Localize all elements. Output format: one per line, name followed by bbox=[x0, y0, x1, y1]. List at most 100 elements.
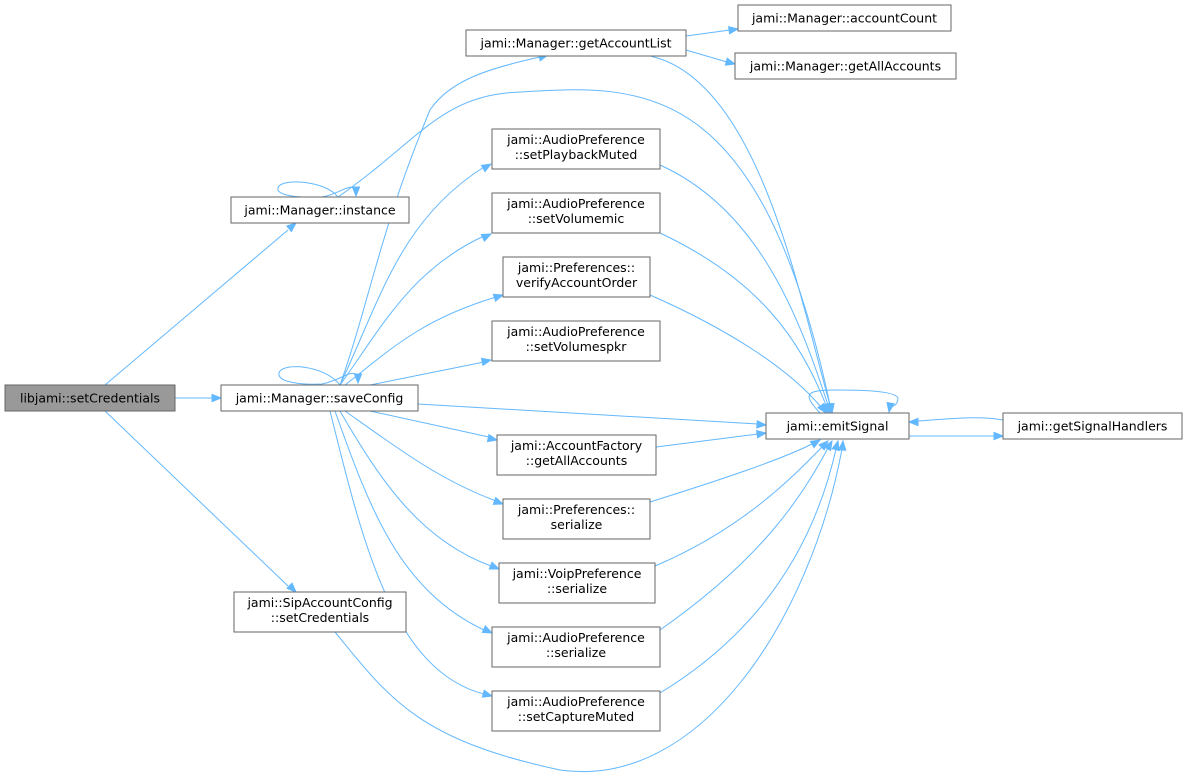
edge-verifyAccountOrder-to-emitSignal bbox=[649, 294, 827, 415]
edge-line bbox=[334, 448, 843, 773]
node-box bbox=[491, 128, 661, 170]
node-label: jami::AccountFactory bbox=[510, 438, 643, 453]
node-label: jami::AudioPreference bbox=[506, 132, 645, 147]
edges-layer bbox=[104, 26, 1005, 773]
node-label: jami::AudioPreference bbox=[506, 324, 645, 339]
edge-getAccountList-to-accountCount bbox=[685, 26, 740, 37]
node-voipSerialize[interactable]: jami::VoipPreference::serialize bbox=[498, 562, 656, 604]
arrowhead-icon bbox=[831, 439, 840, 452]
arrowhead-icon bbox=[492, 496, 505, 505]
edge-audioSerialize-to-emitSignal bbox=[659, 439, 833, 631]
node-box bbox=[465, 29, 687, 57]
node-box bbox=[734, 52, 957, 80]
node-box bbox=[230, 196, 410, 224]
edge-line bbox=[339, 166, 485, 386]
node-prefSerialize[interactable]: jami::Preferences::serialize bbox=[502, 498, 651, 540]
edge-sipSetCred-to-emitSignal bbox=[334, 439, 847, 773]
edge-root-to-sipSetCred bbox=[104, 410, 297, 593]
edge-line bbox=[654, 446, 823, 567]
node-box bbox=[498, 562, 656, 604]
node-box bbox=[491, 690, 661, 732]
edge-root-to-instance bbox=[104, 222, 298, 386]
arrowhead-icon bbox=[285, 222, 298, 233]
node-label: jami::Preferences:: bbox=[517, 502, 635, 517]
node-emitSignal[interactable]: jami::emitSignal bbox=[765, 412, 910, 440]
edge-line bbox=[337, 89, 831, 406]
edge-line bbox=[104, 410, 289, 587]
node-accountCount[interactable]: jami::Manager::accountCount bbox=[737, 4, 952, 32]
edge-setPlaybackMuted-to-emitSignal bbox=[659, 164, 832, 415]
edge-line bbox=[104, 229, 289, 386]
arrowhead-icon bbox=[481, 625, 494, 634]
edge-line bbox=[659, 448, 837, 694]
edge-line bbox=[344, 410, 497, 502]
node-setCaptureMuted[interactable]: jami::AudioPreference::setCaptureMuted bbox=[491, 690, 661, 732]
edge-line bbox=[659, 447, 829, 631]
edge-saveConfig-to-setVolumemic bbox=[339, 233, 493, 386]
edge-line bbox=[649, 443, 813, 503]
edge-saveConfig-to-emitSignal bbox=[417, 403, 768, 429]
arrowhead-icon bbox=[993, 431, 1005, 441]
node-label: jami::Manager::getAllAccounts bbox=[749, 59, 941, 74]
arrowhead-icon bbox=[211, 393, 223, 403]
arrowhead-icon bbox=[480, 357, 493, 367]
node-label: ::setCredentials bbox=[271, 610, 369, 625]
node-getAccountList[interactable]: jami::Manager::getAccountList bbox=[465, 29, 687, 57]
node-label: jami::Manager::saveConfig bbox=[235, 391, 404, 406]
edge-line bbox=[344, 296, 497, 386]
node-box bbox=[220, 384, 419, 412]
edge-prefSerialize-to-emitSignal bbox=[649, 439, 822, 503]
arrowhead-icon bbox=[480, 233, 493, 242]
node-mgrGetAll[interactable]: jami::Manager::getAllAccounts bbox=[734, 52, 957, 80]
edge-line bbox=[659, 232, 827, 406]
edge-line bbox=[329, 410, 485, 695]
node-verifyAccountOrder[interactable]: jami::Preferences::verifyAccountOrder bbox=[502, 256, 651, 298]
node-factoryGetAll[interactable]: jami::AccountFactory::getAllAccounts bbox=[496, 434, 657, 476]
node-setVolumespkr[interactable]: jami::AudioPreference::setVolumespkr bbox=[491, 320, 661, 362]
node-label: jami::getSignalHandlers bbox=[1017, 419, 1168, 434]
edge-line bbox=[659, 164, 829, 406]
node-label: jami::AudioPreference bbox=[506, 694, 645, 709]
node-label: ::setPlaybackMuted bbox=[515, 147, 638, 162]
node-setPlaybackMuted[interactable]: jami::AudioPreference::setPlaybackMuted bbox=[491, 128, 661, 170]
node-box bbox=[737, 4, 952, 32]
edge-instance-to-instance bbox=[277, 181, 361, 198]
node-instance[interactable]: jami::Manager::instance bbox=[230, 196, 410, 224]
node-box bbox=[502, 256, 651, 298]
edge-saveConfig-to-prefSerialize bbox=[344, 410, 505, 505]
node-root[interactable]: libjami::setCredentials bbox=[4, 384, 176, 412]
node-label: jami::AudioPreference bbox=[506, 630, 645, 645]
node-box bbox=[233, 591, 407, 633]
edge-line bbox=[417, 403, 759, 425]
arrowhead-icon bbox=[907, 417, 919, 427]
node-box bbox=[502, 498, 651, 540]
node-label: jami::SipAccountConfig bbox=[246, 595, 392, 610]
arrowhead-icon bbox=[488, 561, 501, 570]
edge-line bbox=[685, 29, 731, 37]
node-audioSerialize[interactable]: jami::AudioPreference::serialize bbox=[491, 626, 661, 668]
edge-getAccountList-to-mgrGetAll bbox=[685, 49, 737, 66]
arrowhead-icon bbox=[724, 57, 737, 66]
edge-saveConfig-to-setCaptureMuted bbox=[329, 410, 494, 698]
edge-emitSignal-to-emitSignal bbox=[808, 389, 899, 414]
edge-voipSerialize-to-emitSignal bbox=[654, 440, 829, 567]
node-sipSetCred[interactable]: jami::SipAccountConfig::setCredentials bbox=[233, 591, 407, 633]
node-saveConfig[interactable]: jami::Manager::saveConfig bbox=[220, 384, 419, 412]
node-box bbox=[496, 434, 657, 476]
edge-saveConfig-to-verifyAccountOrder bbox=[344, 293, 505, 386]
edge-line bbox=[917, 417, 1004, 422]
edge-saveConfig-to-setPlaybackMuted bbox=[339, 163, 493, 386]
node-box bbox=[765, 412, 910, 440]
node-label: jami::Manager::accountCount bbox=[751, 11, 937, 26]
edge-saveConfig-to-factoryGetAll bbox=[369, 410, 499, 443]
node-box bbox=[491, 626, 661, 668]
arrowhead-icon bbox=[286, 582, 297, 593]
edge-saveConfig-to-voipSerialize bbox=[339, 410, 501, 570]
node-setVolumemic[interactable]: jami::AudioPreference::setVolumemic bbox=[491, 192, 661, 234]
edge-line bbox=[369, 410, 490, 438]
edge-line bbox=[334, 410, 485, 631]
node-label: jami::Manager::instance bbox=[243, 203, 395, 218]
edge-line bbox=[649, 294, 821, 407]
edge-getAccountList-to-emitSignal bbox=[649, 55, 835, 415]
node-getSignalHandlers[interactable]: jami::getSignalHandlers bbox=[1002, 412, 1183, 440]
